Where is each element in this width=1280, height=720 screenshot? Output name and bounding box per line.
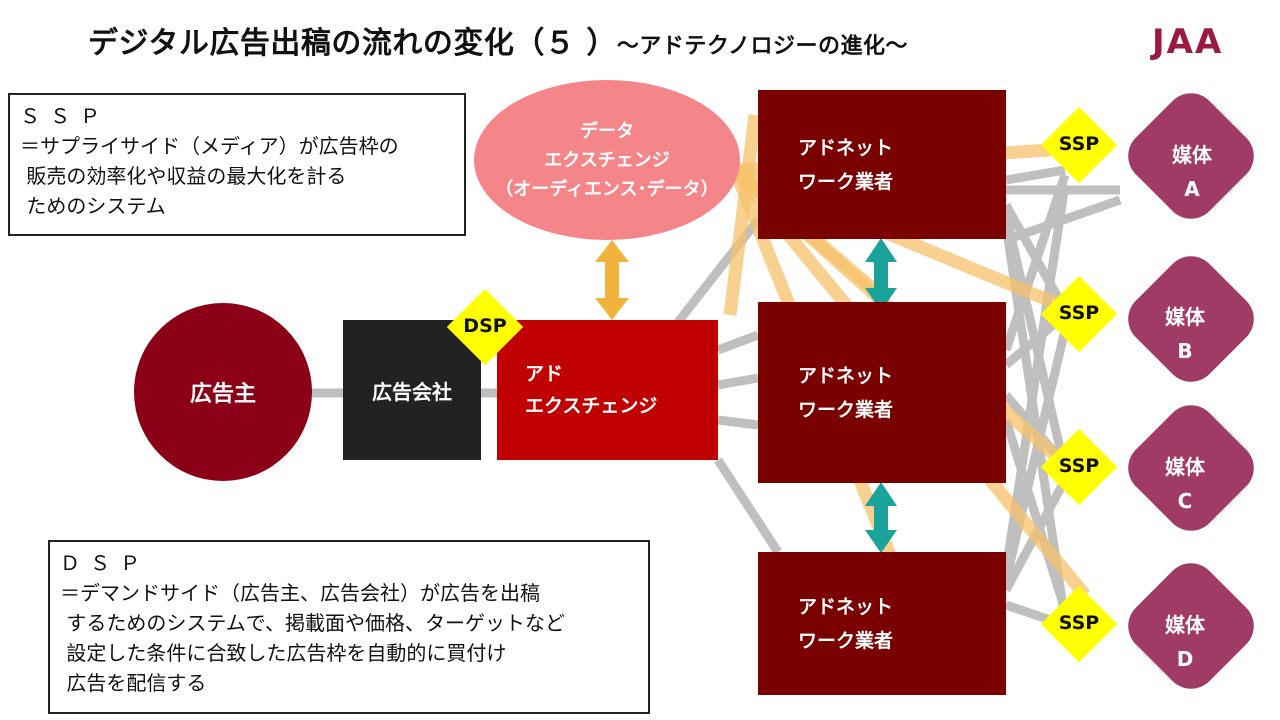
media-d-label: 媒体 D — [1165, 613, 1205, 671]
data-exchange-label: データ エクスチェンジ （オーディエンス･データ） — [495, 120, 719, 200]
agency-label: 広告会社 — [372, 379, 452, 404]
adnetwork-node-2: アドネット ワーク業者 — [758, 302, 1006, 483]
connector-an2-ssp-a — [1001, 173, 1070, 352]
gold-arrow-head-up — [595, 240, 629, 262]
media-b-label: 媒体 B — [1165, 305, 1205, 363]
connector-adx-adnet2c — [717, 415, 759, 430]
dsp-definition-text: ＝デマンドサイド（広告主、広告会社）が広告を出稿 するためのシステムで、掲載面や… — [60, 581, 565, 695]
gold-arrow-shaft — [605, 260, 619, 302]
teal-arrow1-head-down — [865, 288, 897, 311]
gold-arrow-head-down — [595, 298, 629, 320]
ad-exchange-label: アド エクスチェンジ — [525, 363, 658, 417]
ssp-definition-text: ＝サプライサイド（メディア）が広告枠の 販売の効率化や収益の最大化を計る ための… — [20, 134, 399, 218]
ssp-label-c: SSP — [1058, 455, 1100, 477]
teal-arrow2-head-up — [865, 482, 897, 506]
ssp-label-b: SSP — [1058, 302, 1100, 324]
teal-arrow2-shaft — [874, 502, 888, 534]
adnetwork-label-2: アドネット ワーク業者 — [798, 364, 894, 421]
adnetwork-label-1: アドネット ワーク業者 — [798, 136, 894, 193]
dsp-definition-box: ＤＳＰ ＝デマンドサイド（広告主、広告会社）が広告を出稿 するためのシステムで、… — [48, 540, 650, 714]
data-exchange-node: データ エクスチェンジ （オーディエンス･データ） — [474, 80, 740, 240]
advertiser-label: 広告主 — [189, 382, 256, 407]
teal-double-arrow-upper — [865, 238, 897, 311]
ssp-definition-box: ＳＳＰ ＝サプライサイド（メディア）が広告枠の 販売の効率化や収益の最大化を計る… — [8, 93, 466, 236]
connector-adx-adnet2b — [717, 373, 759, 390]
media-c-label: 媒体 C — [1165, 455, 1205, 513]
ad-exchange-node: アド エクスチェンジ — [497, 320, 718, 460]
dsp-definition-heading: ＤＳＰ — [60, 551, 150, 575]
adnetwork-node-1: アドネット ワーク業者 — [758, 90, 1006, 239]
connector-an2-ssp-d — [1001, 418, 1070, 612]
ssp-definition-heading: ＳＳＰ — [20, 104, 110, 128]
connector-adx-adnet3 — [714, 457, 782, 555]
dsp-label: DSP — [463, 315, 507, 337]
title-main: デジタル広告出稿の流れの変化（５ ） — [88, 26, 617, 61]
teal-arrow2-head-down — [865, 530, 897, 553]
media-a-label: 媒体 A — [1172, 143, 1212, 201]
teal-double-arrow-lower — [865, 482, 897, 553]
ssp-label-a: SSP — [1058, 133, 1100, 155]
connector-an1-media-a2 — [1004, 195, 1122, 245]
connector-an3-ssp-b — [1001, 328, 1070, 582]
adnetwork-label-3: アドネット ワーク業者 — [798, 595, 894, 652]
gold-double-arrow — [595, 240, 629, 320]
page-title: デジタル広告出稿の流れの変化（５ ）～アドテクノロジーの進化～ — [88, 18, 908, 62]
agency-node: 広告会社 — [343, 320, 481, 460]
ssp-label-d: SSP — [1058, 612, 1100, 634]
dataflow-adx — [723, 114, 762, 316]
advertiser-node: 広告主 — [134, 303, 312, 481]
title-subtitle: ～アドテクノロジーの進化～ — [616, 34, 909, 59]
teal-arrow1-shaft — [874, 258, 888, 292]
connector-adx-adnet2a — [716, 330, 760, 355]
adnetwork-node-3: アドネット ワーク業者 — [758, 552, 1006, 695]
jaa-logo: JAA — [1152, 22, 1224, 62]
teal-arrow1-head-up — [865, 238, 897, 262]
connector-an1-ssp-a — [1005, 165, 1066, 185]
